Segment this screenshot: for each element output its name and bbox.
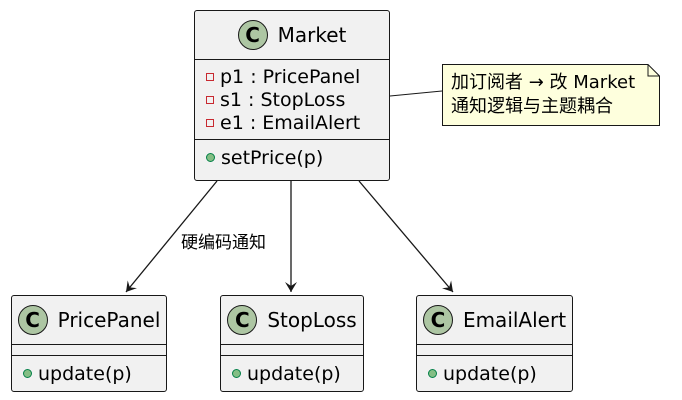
class-stoploss: C StopLoss update(p) xyxy=(220,295,364,392)
method-row: update(p) xyxy=(221,362,363,385)
fields-compartment xyxy=(12,345,166,355)
note-line: 加订阅者 → 改 Market xyxy=(451,72,636,93)
methods-compartment: update(p) xyxy=(221,356,363,385)
method-row: setPrice(p) xyxy=(195,146,389,169)
private-icon xyxy=(206,95,214,104)
class-emailalert: C EmailAlert update(p) xyxy=(416,295,573,392)
class-icon: C xyxy=(237,20,268,50)
note-shape xyxy=(442,64,660,126)
divider xyxy=(221,344,363,345)
class-icon: C xyxy=(17,305,48,335)
public-icon xyxy=(232,369,241,378)
public-icon xyxy=(428,369,437,378)
note: 加订阅者 → 改 Market 通知逻辑与主题耦合 xyxy=(442,64,660,126)
class-pricepanel: C PricePanel update(p) xyxy=(11,295,167,392)
method-text: update(p) xyxy=(443,362,537,385)
methods-compartment: update(p) xyxy=(417,356,572,385)
divider xyxy=(417,344,572,345)
method-text: setPrice(p) xyxy=(221,146,324,169)
field-row: s1 : StopLoss xyxy=(195,88,389,111)
methods-compartment: update(p) xyxy=(12,356,166,385)
divider xyxy=(221,355,363,356)
class-emailalert-header: C EmailAlert xyxy=(417,296,572,344)
divider xyxy=(195,59,389,60)
public-icon xyxy=(23,369,32,378)
note-connector xyxy=(389,90,443,97)
fields-compartment: p1 : PricePanel s1 : StopLoss e1 : Email… xyxy=(195,60,389,139)
field-text: s1 : StopLoss xyxy=(220,88,346,111)
divider xyxy=(195,139,389,140)
class-market-header: C Market xyxy=(195,11,389,59)
divider xyxy=(12,355,166,356)
divider xyxy=(12,344,166,345)
class-pricepanel-header: C PricePanel xyxy=(12,296,166,344)
note-line: 通知逻辑与主题耦合 xyxy=(451,96,613,117)
class-name: Market xyxy=(277,23,347,47)
class-name: EmailAlert xyxy=(462,308,567,332)
class-market: C Market p1 : PricePanel s1 : StopLoss e… xyxy=(194,10,390,181)
field-row: p1 : PricePanel xyxy=(195,65,389,88)
methods-compartment: setPrice(p) xyxy=(195,140,389,169)
class-name: StopLoss xyxy=(267,308,357,332)
note-text: 加订阅者 → 改 Market 通知逻辑与主题耦合 xyxy=(451,71,635,119)
divider xyxy=(417,355,572,356)
edge-label-hardcoded-notify: 硬编码通知 xyxy=(181,233,266,253)
edge-market-pricepanel xyxy=(125,180,218,293)
public-icon xyxy=(206,153,215,162)
method-text: update(p) xyxy=(38,362,132,385)
private-icon xyxy=(206,118,214,127)
private-icon xyxy=(206,72,214,81)
method-row: update(p) xyxy=(417,362,572,385)
fields-compartment xyxy=(221,345,363,355)
field-text: p1 : PricePanel xyxy=(220,65,361,88)
method-row: update(p) xyxy=(12,362,166,385)
method-text: update(p) xyxy=(247,362,341,385)
class-name: PricePanel xyxy=(57,308,161,332)
field-text: e1 : EmailAlert xyxy=(220,111,361,134)
class-icon: C xyxy=(227,305,258,335)
edge-market-emailalert xyxy=(358,180,454,293)
field-row: e1 : EmailAlert xyxy=(195,111,389,134)
class-icon: C xyxy=(422,305,453,335)
fields-compartment xyxy=(417,345,572,355)
class-stoploss-header: C StopLoss xyxy=(221,296,363,344)
